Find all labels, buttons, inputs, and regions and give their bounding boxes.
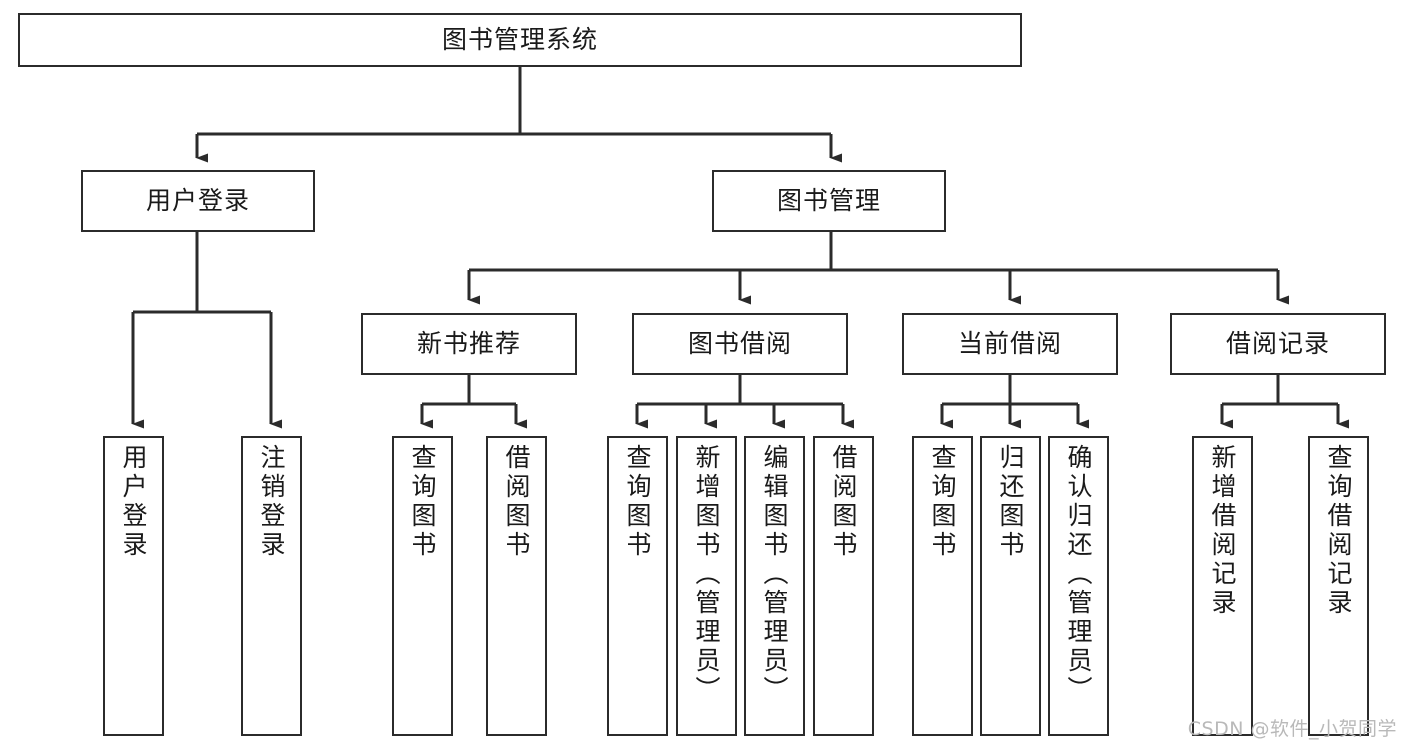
node-leaf-confirm-return[interactable]: 确认归还（管理员） xyxy=(1048,436,1109,736)
node-user-login[interactable]: 用户登录 xyxy=(81,170,315,232)
node-leaf-query-book-2-label: 查询图书 xyxy=(623,444,652,560)
node-leaf-logout-login-label: 注销登录 xyxy=(257,444,286,560)
node-leaf-query-book-1[interactable]: 查询图书 xyxy=(392,436,453,736)
node-leaf-return-book-label: 归还图书 xyxy=(996,444,1025,560)
node-book-manage[interactable]: 图书管理 xyxy=(712,170,946,232)
node-book-manage-label: 图书管理 xyxy=(776,186,881,216)
node-book-borrow-label: 图书借阅 xyxy=(687,329,792,359)
node-leaf-edit-book[interactable]: 编辑图书（管理员） xyxy=(744,436,805,736)
node-leaf-edit-book-label: 编辑图书（管理员） xyxy=(760,444,789,705)
node-leaf-query-record-label: 查询借阅记录 xyxy=(1324,444,1353,618)
node-leaf-query-book-2[interactable]: 查询图书 xyxy=(607,436,668,736)
node-current-borrow-label: 当前借阅 xyxy=(957,329,1062,359)
node-leaf-add-book-label: 新增图书（管理员） xyxy=(692,444,721,705)
node-leaf-confirm-return-label: 确认归还（管理员） xyxy=(1064,444,1093,705)
node-book-borrow[interactable]: 图书借阅 xyxy=(632,313,848,375)
node-root-system-label: 图书管理系统 xyxy=(441,25,598,55)
node-leaf-add-book[interactable]: 新增图书（管理员） xyxy=(676,436,737,736)
node-leaf-add-record[interactable]: 新增借阅记录 xyxy=(1192,436,1253,736)
node-borrow-record[interactable]: 借阅记录 xyxy=(1170,313,1386,375)
node-leaf-borrow-book-2-label: 借阅图书 xyxy=(829,444,858,560)
node-leaf-borrow-book-2[interactable]: 借阅图书 xyxy=(813,436,874,736)
node-leaf-query-book-1-label: 查询图书 xyxy=(408,444,437,560)
node-leaf-add-record-label: 新增借阅记录 xyxy=(1208,444,1237,618)
node-current-borrow[interactable]: 当前借阅 xyxy=(902,313,1118,375)
node-leaf-borrow-book-1-label: 借阅图书 xyxy=(502,444,531,560)
node-leaf-query-record[interactable]: 查询借阅记录 xyxy=(1308,436,1369,736)
node-new-book-recommend-label: 新书推荐 xyxy=(416,329,521,359)
node-leaf-query-book-3-label: 查询图书 xyxy=(928,444,957,560)
node-new-book-recommend[interactable]: 新书推荐 xyxy=(361,313,577,375)
node-leaf-user-login-label: 用户登录 xyxy=(119,444,148,560)
node-leaf-logout-login[interactable]: 注销登录 xyxy=(241,436,302,736)
node-leaf-user-login[interactable]: 用户登录 xyxy=(103,436,164,736)
node-leaf-query-book-3[interactable]: 查询图书 xyxy=(912,436,973,736)
node-leaf-borrow-book-1[interactable]: 借阅图书 xyxy=(486,436,547,736)
node-user-login-label: 用户登录 xyxy=(145,186,250,216)
node-root-system[interactable]: 图书管理系统 xyxy=(18,13,1022,67)
node-borrow-record-label: 借阅记录 xyxy=(1225,329,1330,359)
node-leaf-return-book[interactable]: 归还图书 xyxy=(980,436,1041,736)
